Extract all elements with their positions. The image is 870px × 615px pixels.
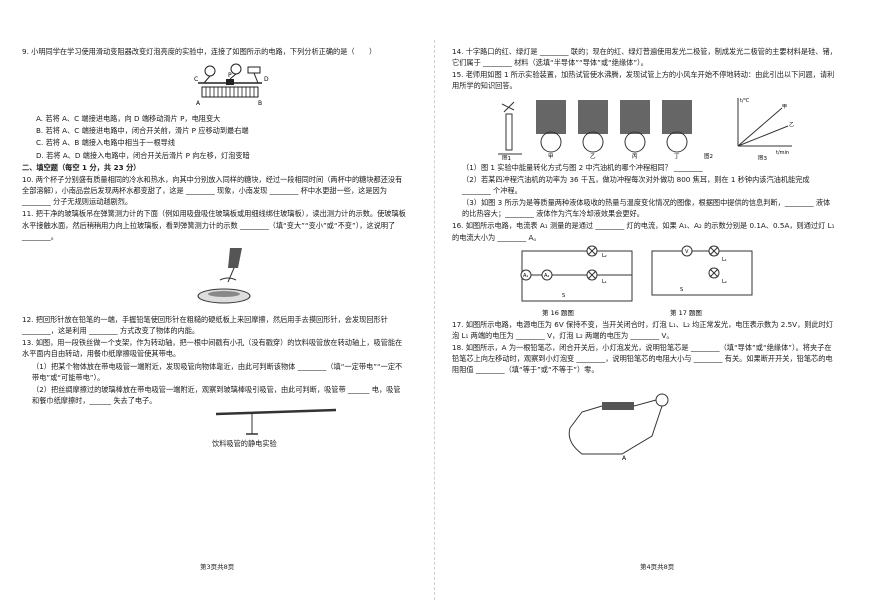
stroke-label-1: 甲	[548, 153, 554, 160]
svg-text:D: D	[264, 76, 269, 83]
q9-option-a: A. 若将 A、C 端接进电路，向 D 端移动滑片 P，电阻变大	[36, 114, 221, 124]
rheostat-diagram: A B C D P	[194, 63, 269, 107]
q15-sub3: （3）如图 3 所示为是等质量两种液体吸收的热量与温度变化情况的图像，根据图中提…	[462, 198, 831, 219]
q15-sub1: （1）图 1 实验中能量转化方式与图 2 中汽油机的哪个冲程相同？ ______…	[462, 162, 703, 172]
q16-figure-caption: 第 16 题图	[542, 308, 574, 317]
q9-option-d: D. 若将 A、D 端接入电路中，闭合开关后滑片 P 向左移，灯泡变暗	[36, 150, 250, 160]
q16-q17-figures: A₁ A₂ L₁ L₂ S 第 16 题图 V L₁ L₂ S 第 17	[452, 245, 837, 317]
circuit-diagrams: A₁ A₂ L₁ L₂ S 第 16 题图 V L₁ L₂ S 第 17	[520, 245, 753, 317]
q17-switch-label: S	[680, 287, 683, 293]
q9-option-c: C. 若将 A、B 端接入电路中相当于一根导线	[36, 138, 176, 148]
q17-text: 17. 如图所示电路，电源电压为 6V 保持不变，当开关闭合时，灯泡 L₁、L₂…	[452, 319, 834, 340]
graph-series-b: 乙	[789, 121, 794, 128]
page-divider	[434, 40, 435, 600]
engine-stroke-4: 丁	[662, 99, 692, 160]
q9-rheostat-figure: A B C D P	[192, 61, 272, 107]
q16-a2-label: A₂	[544, 273, 549, 279]
q13-sub1: （1）把某个物体放在带电吸管一端附近，发现吸管向物体靠近，由此可判断该物体 __…	[32, 361, 403, 382]
q18-pencil-label: A	[622, 455, 627, 462]
q16-switch-label: S	[562, 293, 565, 299]
svg-text:B: B	[258, 100, 262, 107]
q16-l1-label: L₁	[602, 279, 607, 285]
q13-stem: 13. 如图，用一段铁丝做一个支架，作为转动轴，把一根中间戳有小孔（没有戳穿）的…	[22, 338, 403, 359]
right-page-footer: 第4页共8页	[640, 563, 675, 571]
graph-x-label: t/min	[776, 150, 789, 156]
stroke-label-2: 乙	[590, 153, 596, 160]
q17-l1-label: L₁	[722, 257, 727, 263]
fig1-label: 图1	[502, 154, 511, 160]
graph-series-a: 甲	[782, 104, 787, 110]
engine-stroke-3: 丙	[620, 99, 650, 160]
q17-l2-label: L₂	[722, 279, 727, 285]
q15-figures: 图1 甲 乙 丙 丁 图2	[492, 94, 812, 162]
q11-figure	[192, 246, 262, 308]
fig3-graph: t/℃ t/min 甲 乙 图3	[737, 97, 794, 162]
left-page-footer: 第3页共8页	[200, 563, 235, 571]
q15-engine-diagrams: 图1 甲 乙 丙 丁 图2	[498, 97, 794, 162]
q9-option-b: B. 若将 A、C 端接进电路中，闭合开关前，滑片 P 应移动到最右端	[36, 126, 249, 136]
svg-text:P: P	[228, 72, 232, 79]
q17-v-label: V	[685, 249, 689, 255]
q16-l2-label: L₂	[602, 253, 607, 259]
q17-figure-caption: 第 17 题图	[670, 308, 702, 317]
q11-text: 11. 把干净的玻璃板吊在弹簧测力计的下面（例如用吸盘吸住玻璃板或用细线绑住玻璃…	[22, 209, 406, 241]
q18-figure: A	[562, 382, 702, 462]
fig2-label: 图2	[704, 152, 713, 160]
q16-circuit: A₁ A₂ L₁ L₂ S 第 16 题图	[520, 245, 633, 317]
q15-sub2: （2）若某四冲程汽油机的功率为 36 千瓦，做功冲程每次对外做功 800 焦耳，…	[462, 174, 810, 195]
graph-y-label: t/℃	[740, 98, 750, 104]
fig3-label: 图3	[758, 154, 768, 160]
svg-text:A: A	[196, 100, 201, 107]
straw-pivot-diagram	[215, 408, 337, 435]
q9-stem: 9. 小明同学在学习使用滑动变阻器改变灯泡亮度的实验中，连接了如图所示的电路，下…	[22, 47, 377, 56]
q14-text: 14. 十字路口的红、绿灯是 ________ 联的；现在的红、绿灯普遍使用发光…	[452, 47, 837, 68]
stroke-label-4: 丁	[674, 153, 680, 160]
left-page: 9. 小明同学在学习使用滑动变阻器改变灯泡亮度的实验中，连接了如图所示的电路，下…	[22, 46, 407, 450]
svg-text:C: C	[194, 76, 198, 83]
q18-text: 18. 如图所示，A 为一根铅笔芯，闭合开关后，小灯泡发光，说明铅笔芯是 ___…	[452, 343, 833, 375]
q13-straw-figure	[212, 408, 342, 438]
q16-text: 16. 如图所示电路，电流表 A₁ 测量的是通过 ________ 灯的电流，如…	[452, 221, 835, 242]
pencil-lead-circuit: A	[568, 393, 669, 462]
section-fill-in-title: 二、填空题（每空 1 分，共 23 分）	[22, 162, 141, 172]
q16-a1-label: A₁	[523, 273, 528, 279]
q15-stem: 15. 老师用如图 1 所示实验装置，加热试管使水沸腾，发现试管上方的小风车开始…	[452, 70, 835, 91]
engine-stroke-2: 乙	[578, 99, 608, 160]
q12-text: 12. 把回形针放在铅笔的一端，手握铅笔使回形针在粗糙的硬纸板上来回摩擦，然后用…	[22, 314, 388, 336]
q10-text: 10. 两个杯子分别盛有质量相同的冷水和热水，向其中分别放入同样的糖块，经过一段…	[22, 174, 403, 207]
spring-scale-glass-diagram	[197, 247, 251, 304]
q13-sub2: （2）把丝绸摩擦过的玻璃棒放在带电吸管一端附近，观察到玻璃棒吸引吸管，由此可判断…	[32, 384, 401, 405]
q17-circuit: V L₁ L₂ S 第 17 题图	[651, 245, 753, 317]
stroke-label-3: 丙	[632, 153, 638, 160]
engine-stroke-1: 甲	[536, 99, 566, 160]
q13-figure-caption: 饮料吸管的静电实验	[212, 439, 277, 449]
right-page: 14. 十字路口的红、绿灯是 ________ 联的；现在的红、绿灯普遍使用发光…	[452, 46, 837, 462]
